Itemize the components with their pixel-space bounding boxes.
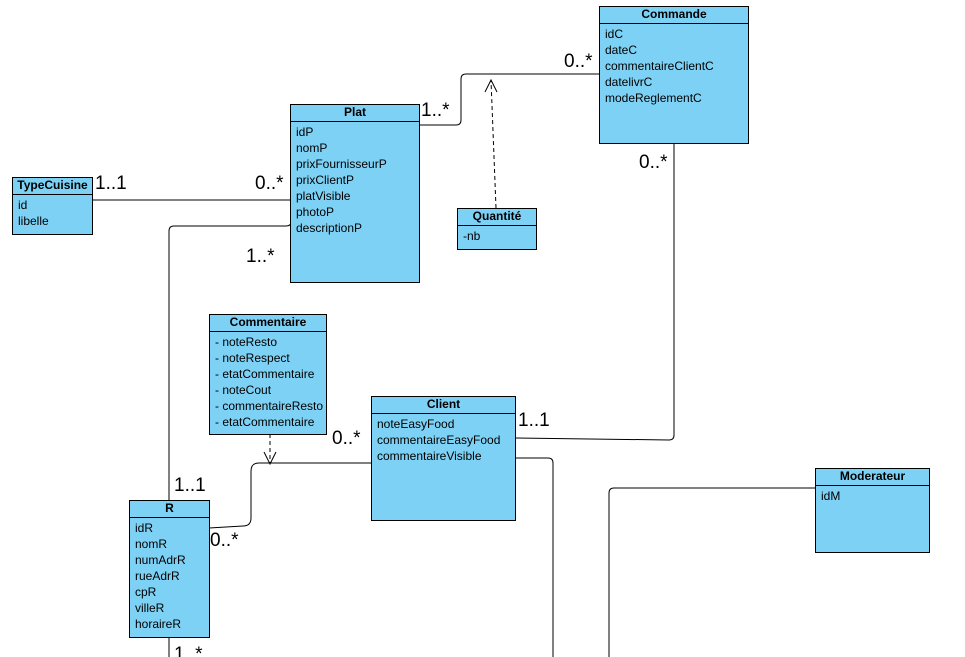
class-attribute: nomP [296, 141, 328, 155]
assoc-client-r [208, 462, 372, 529]
class-attributes: idM [816, 486, 929, 504]
class-attribute: commentaireVisible [377, 449, 482, 463]
class-plat[interactable]: Plat idP nomP prixFournisseurP prixClien… [290, 104, 420, 283]
class-attribute: cpR [135, 585, 157, 599]
class-attributes: - noteResto - noteRespect - etatCommenta… [210, 332, 326, 430]
multiplicity-label: 0..* [255, 173, 284, 194]
class-title: Commentaire [210, 315, 326, 332]
multiplicity-label: 1..1 [174, 475, 206, 496]
class-attribute: platVisible [296, 189, 351, 203]
class-attribute: idC [605, 27, 624, 41]
moderateur-edge-line [608, 487, 815, 657]
class-title: R [130, 501, 209, 518]
class-attribute: idR [135, 521, 154, 535]
multiplicity-label: 1..1 [95, 173, 127, 194]
multiplicity-label: 0..* [210, 530, 239, 551]
class-r[interactable]: R idR nomR numAdrR rueAdrR cpR villeR ho… [129, 500, 210, 638]
class-attribute: commentaireEasyFood [377, 433, 501, 447]
class-attribute: rueAdrR [135, 569, 180, 583]
multiplicity-label: 0..* [564, 51, 593, 72]
class-attribute: photoP [296, 205, 335, 219]
class-attribute: prixClientP [296, 173, 355, 187]
multiplicity-label: 1..1 [518, 410, 550, 431]
class-attributes: idP nomP prixFournisseurP prixClientP pl… [291, 122, 419, 236]
multiplicity-label: 0..* [639, 152, 668, 173]
class-attributes: id libelle [13, 195, 92, 229]
multiplicity-label: 1..* [421, 100, 450, 121]
class-attribute: idP [296, 125, 314, 139]
class-title: Moderateur [816, 469, 929, 486]
class-attribute: libelle [18, 214, 49, 228]
class-attribute: modeReglementC [605, 91, 702, 105]
class-attribute: idM [821, 489, 841, 503]
class-attributes: idC dateC commentaireClientC datelivrC m… [600, 24, 748, 106]
class-attributes: idR nomR numAdrR rueAdrR cpR villeR hora… [130, 518, 209, 632]
class-typecuisine[interactable]: TypeCuisine id libelle [12, 177, 93, 235]
class-client[interactable]: Client noteEasyFood commentaireEasyFood … [371, 396, 516, 521]
class-attribute: datelivrC [605, 75, 653, 89]
class-attribute: - noteRespect [215, 351, 290, 365]
quantite-link-dashed [490, 79, 497, 209]
class-attribute: horaireR [135, 617, 182, 631]
quantite-link-arrowhead [484, 78, 498, 93]
class-attribute: - noteCout [215, 383, 272, 397]
class-commande[interactable]: Commande idC dateC commentaireClientC da… [599, 6, 749, 144]
class-attribute: - noteResto [215, 335, 278, 349]
client-edge-line [516, 457, 554, 657]
assoc-commande-client [515, 144, 675, 441]
multiplicity-label: 1..* [246, 246, 275, 267]
class-quantite[interactable]: Quantité -nb [457, 208, 537, 250]
class-attribute: nomR [135, 537, 168, 551]
commentaire-link-arrowhead [263, 451, 277, 466]
class-title: Client [372, 397, 515, 414]
class-title: TypeCuisine [13, 178, 92, 195]
class-attributes: noteEasyFood commentaireEasyFood comment… [372, 414, 515, 464]
multiplicity-label: 1..* [174, 644, 203, 657]
class-attribute: prixFournisseurP [296, 157, 387, 171]
class-attribute: -nb [463, 229, 481, 243]
class-attribute: numAdrR [135, 553, 186, 567]
class-attributes: -nb [458, 226, 536, 244]
class-attribute: - etatCommentaire [215, 415, 315, 429]
class-attribute: commentaireClientC [605, 59, 714, 73]
class-attribute: id [18, 198, 28, 212]
class-title: Quantité [458, 209, 536, 226]
class-attribute: - etatCommentaire [215, 367, 315, 381]
class-moderateur[interactable]: Moderateur idM [815, 468, 930, 553]
class-attribute: villeR [135, 601, 165, 615]
class-attribute: dateC [605, 43, 638, 57]
class-attribute: noteEasyFood [377, 417, 455, 431]
class-title: Commande [600, 7, 748, 24]
class-attribute: - commentaireResto [215, 399, 324, 413]
multiplicity-label: 0..* [332, 428, 361, 449]
class-attribute: descriptionP [296, 221, 363, 235]
class-title: Plat [291, 105, 419, 122]
class-commentaire[interactable]: Commentaire - noteResto - noteRespect - … [209, 314, 327, 435]
